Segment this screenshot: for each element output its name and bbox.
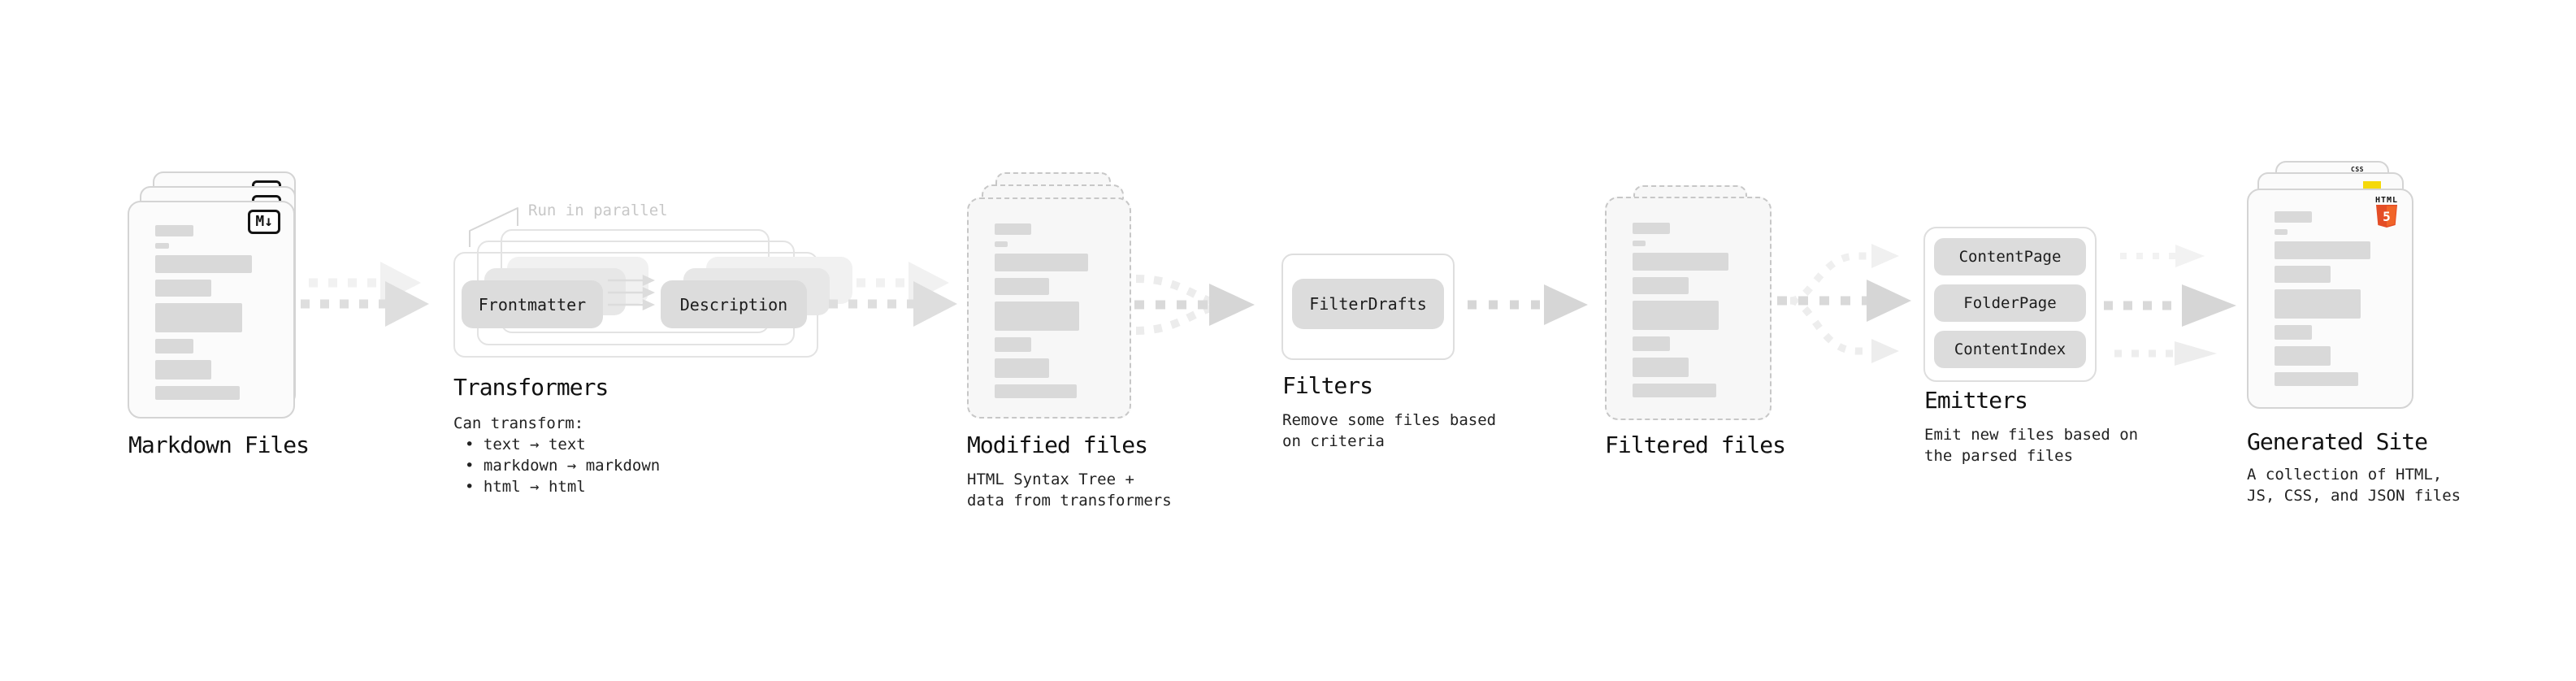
emitters-desc-line: Emit new files based on: [1924, 426, 2139, 444]
placeholder-bar: [1633, 223, 1671, 234]
placeholder-bar: [155, 303, 242, 332]
transformers-bullet: • markdown → markdown: [465, 457, 661, 475]
placeholder-bar: [1633, 277, 1689, 294]
filterdrafts-pill: FilterDrafts: [1292, 279, 1444, 329]
filtered-file-card: [1605, 197, 1772, 420]
stage-title-emitters: Emitters: [1924, 387, 2028, 414]
placeholder-bar: [995, 301, 1079, 331]
placeholder-bar: [995, 254, 1089, 271]
placeholder-bar: [1633, 301, 1719, 330]
placeholder-bar: [2275, 229, 2288, 235]
modified-file-card: [967, 197, 1131, 419]
flow-arrow-icon: [829, 262, 957, 327]
generated-file-card-html: HTML 5: [2247, 189, 2413, 409]
placeholder-bar: [155, 280, 211, 297]
merge-arrow-icon: [1134, 275, 1255, 335]
run-in-parallel-label: Run in parallel: [528, 202, 668, 219]
placeholder-bar: [155, 339, 193, 354]
placeholder-bar: [2275, 289, 2361, 319]
placeholder-bar: [155, 243, 169, 249]
annotation-leader-line: [469, 207, 518, 247]
placeholder-bar: [2275, 372, 2358, 386]
filters-desc-line: on criteria: [1282, 432, 1385, 450]
placeholder-bar: [155, 360, 211, 380]
stage-title-markdown: Markdown Files: [128, 432, 310, 458]
generated-desc-line: JS, CSS, and JSON files: [2247, 487, 2461, 505]
file-content-placeholder: [2275, 211, 2396, 388]
frontmatter-pill: Frontmatter: [462, 280, 603, 328]
stage-title-transformers: Transformers: [453, 374, 609, 401]
flow-arrow-icon: [2114, 341, 2217, 366]
placeholder-bar: [995, 358, 1050, 378]
placeholder-bar: [995, 241, 1008, 247]
markdown-icon: M↓: [248, 210, 280, 234]
flow-arrow-icon: [2120, 245, 2205, 267]
emitters-desc-line: the parsed files: [1924, 447, 2074, 465]
placeholder-bar: [155, 225, 193, 236]
placeholder-bar: [2275, 325, 2313, 340]
parallel-arrows-icon: [608, 275, 656, 310]
placeholder-bar: [995, 278, 1050, 295]
svg-text:5: 5: [2383, 209, 2391, 224]
placeholder-bar: [1633, 358, 1689, 377]
placeholder-bar: [1633, 336, 1671, 351]
contentpage-pill: ContentPage: [1934, 238, 2086, 275]
stage-title-modified: Modified files: [967, 432, 1148, 458]
placeholder-bar: [2275, 241, 2370, 259]
transformers-desc-heading: Can transform:: [453, 414, 584, 432]
html5-icon: HTML 5: [2373, 196, 2400, 231]
stage-title-filtered: Filtered files: [1605, 432, 1786, 458]
placeholder-bar: [2275, 266, 2331, 283]
modified-desc-line: HTML Syntax Tree +: [967, 471, 1134, 488]
transformers-bullet: • html → html: [465, 478, 586, 496]
placeholder-bar: [2275, 211, 2313, 223]
placeholder-bar: [1633, 241, 1646, 246]
stage-title-filters: Filters: [1282, 372, 1373, 399]
contentindex-pill: ContentIndex: [1934, 331, 2086, 368]
placeholder-bar: [155, 255, 252, 273]
placeholder-bar: [995, 384, 1077, 398]
transformers-bullet: • text → text: [465, 436, 586, 453]
placeholder-bar: [995, 337, 1032, 352]
flow-arrow-icon: [2104, 284, 2236, 327]
placeholder-bar: [155, 386, 240, 400]
file-content-placeholder: [1633, 223, 1754, 399]
file-content-placeholder: [155, 225, 277, 400]
filters-desc-line: Remove some files based: [1282, 411, 1497, 429]
placeholder-bar: [2275, 346, 2331, 366]
flow-arrow-icon: [301, 262, 429, 327]
placeholder-bar: [1633, 253, 1728, 271]
generated-desc-line: A collection of HTML,: [2247, 466, 2443, 484]
folderpage-pill: FolderPage: [1934, 284, 2086, 322]
flow-arrow-icon: [1468, 284, 1588, 325]
file-content-placeholder: [995, 223, 1113, 398]
placeholder-bar: [995, 223, 1032, 235]
placeholder-bar: [1633, 384, 1716, 397]
markdown-file-card: M↓: [128, 201, 295, 419]
fanout-arrow-icon: [1777, 244, 1911, 363]
description-pill: Description: [661, 280, 807, 328]
stage-title-generated: Generated Site: [2247, 428, 2428, 455]
modified-desc-line: data from transformers: [967, 492, 1172, 510]
